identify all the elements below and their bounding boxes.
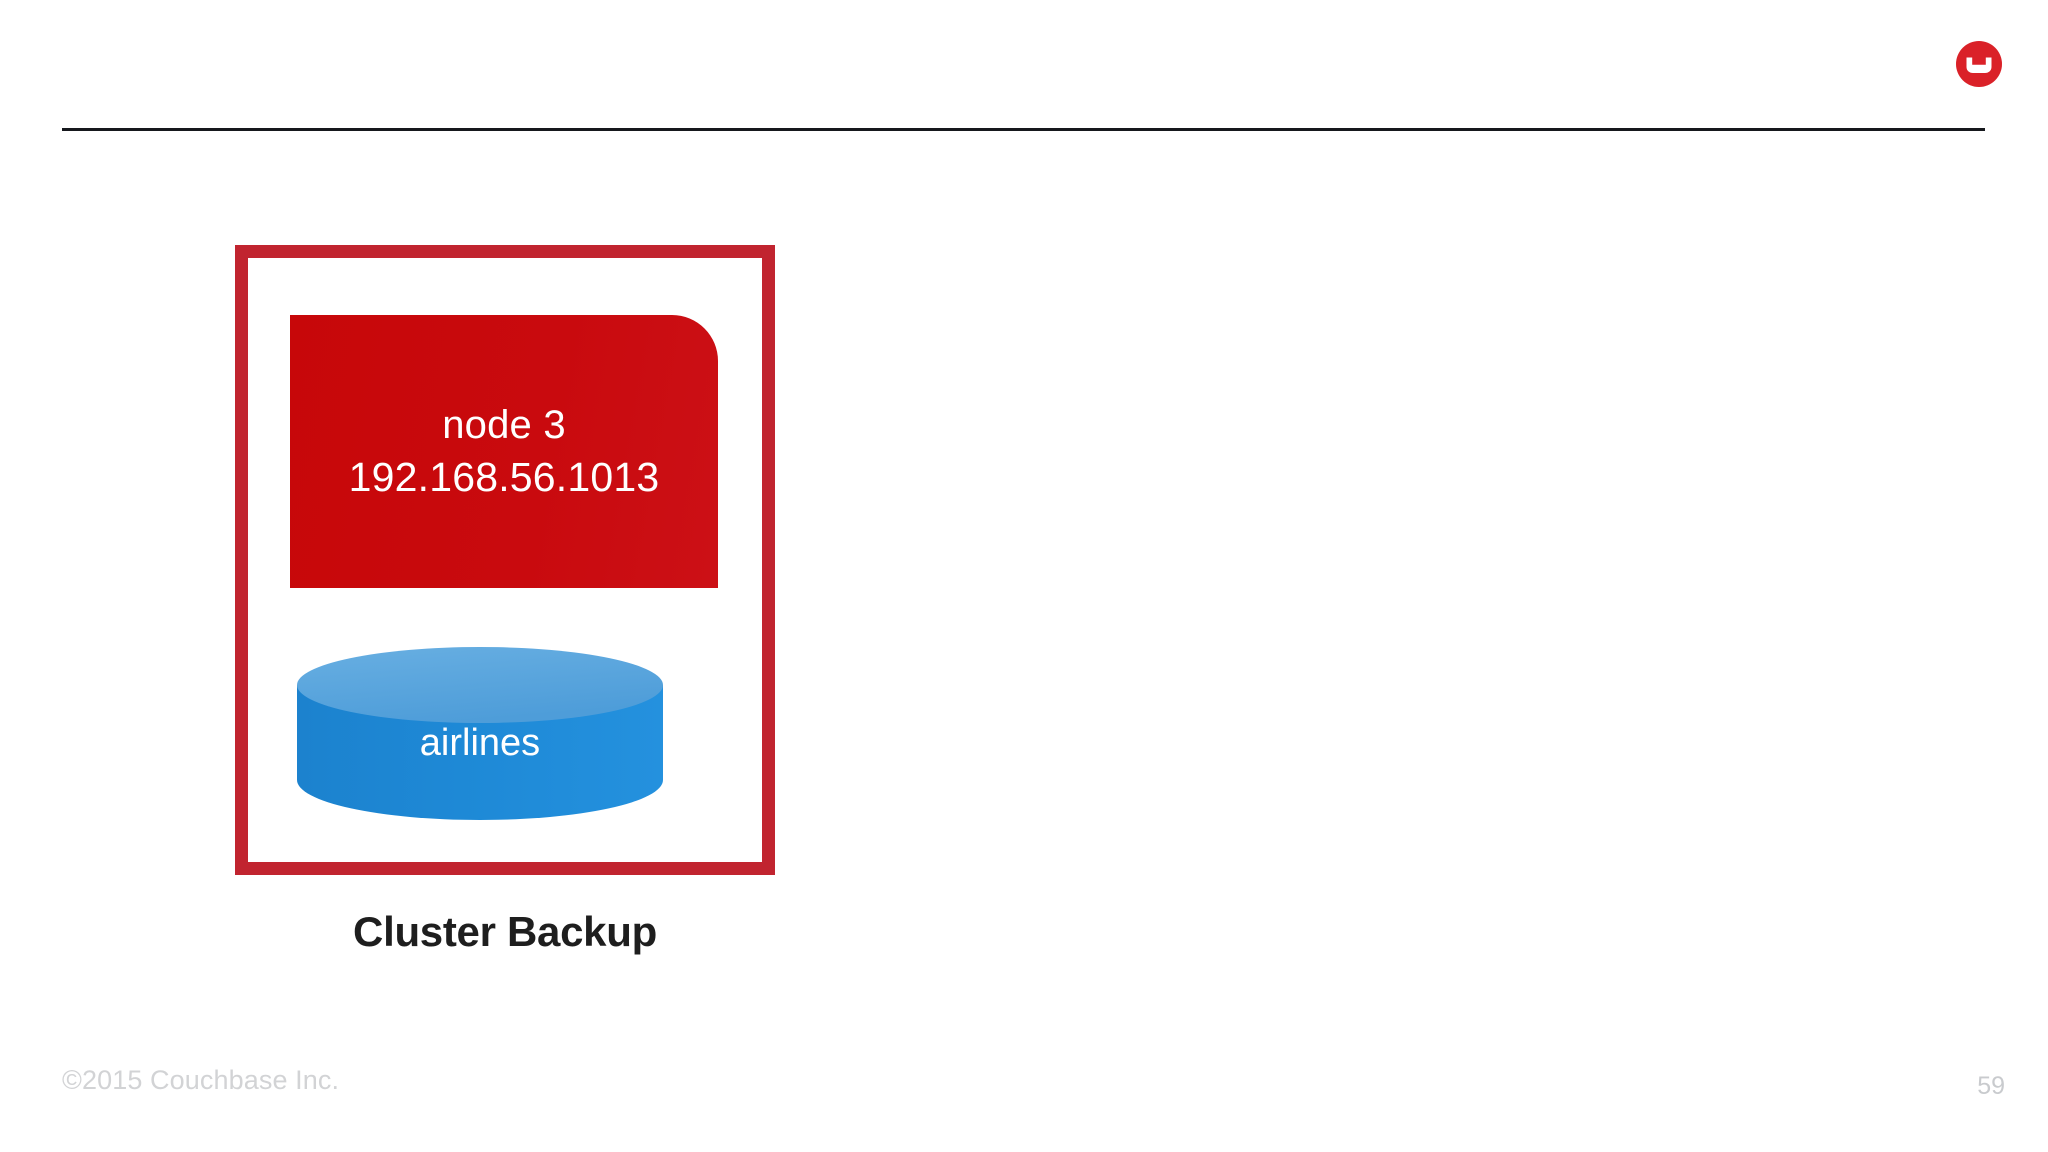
footer-copyright: ©2015 Couchbase Inc. xyxy=(62,1065,340,1095)
couchbase-logo-icon xyxy=(1955,40,2003,88)
node-card: node 3 192.168.56.1013 xyxy=(290,315,718,588)
header-divider xyxy=(62,128,1985,131)
database-cylinder-icon: airlines xyxy=(295,645,665,820)
diagram-caption: Cluster Backup xyxy=(353,908,657,955)
page-number: 59 xyxy=(1977,1072,2005,1100)
node-ip-address: 192.168.56.1013 xyxy=(348,453,660,500)
node-title: node 3 xyxy=(442,402,566,447)
